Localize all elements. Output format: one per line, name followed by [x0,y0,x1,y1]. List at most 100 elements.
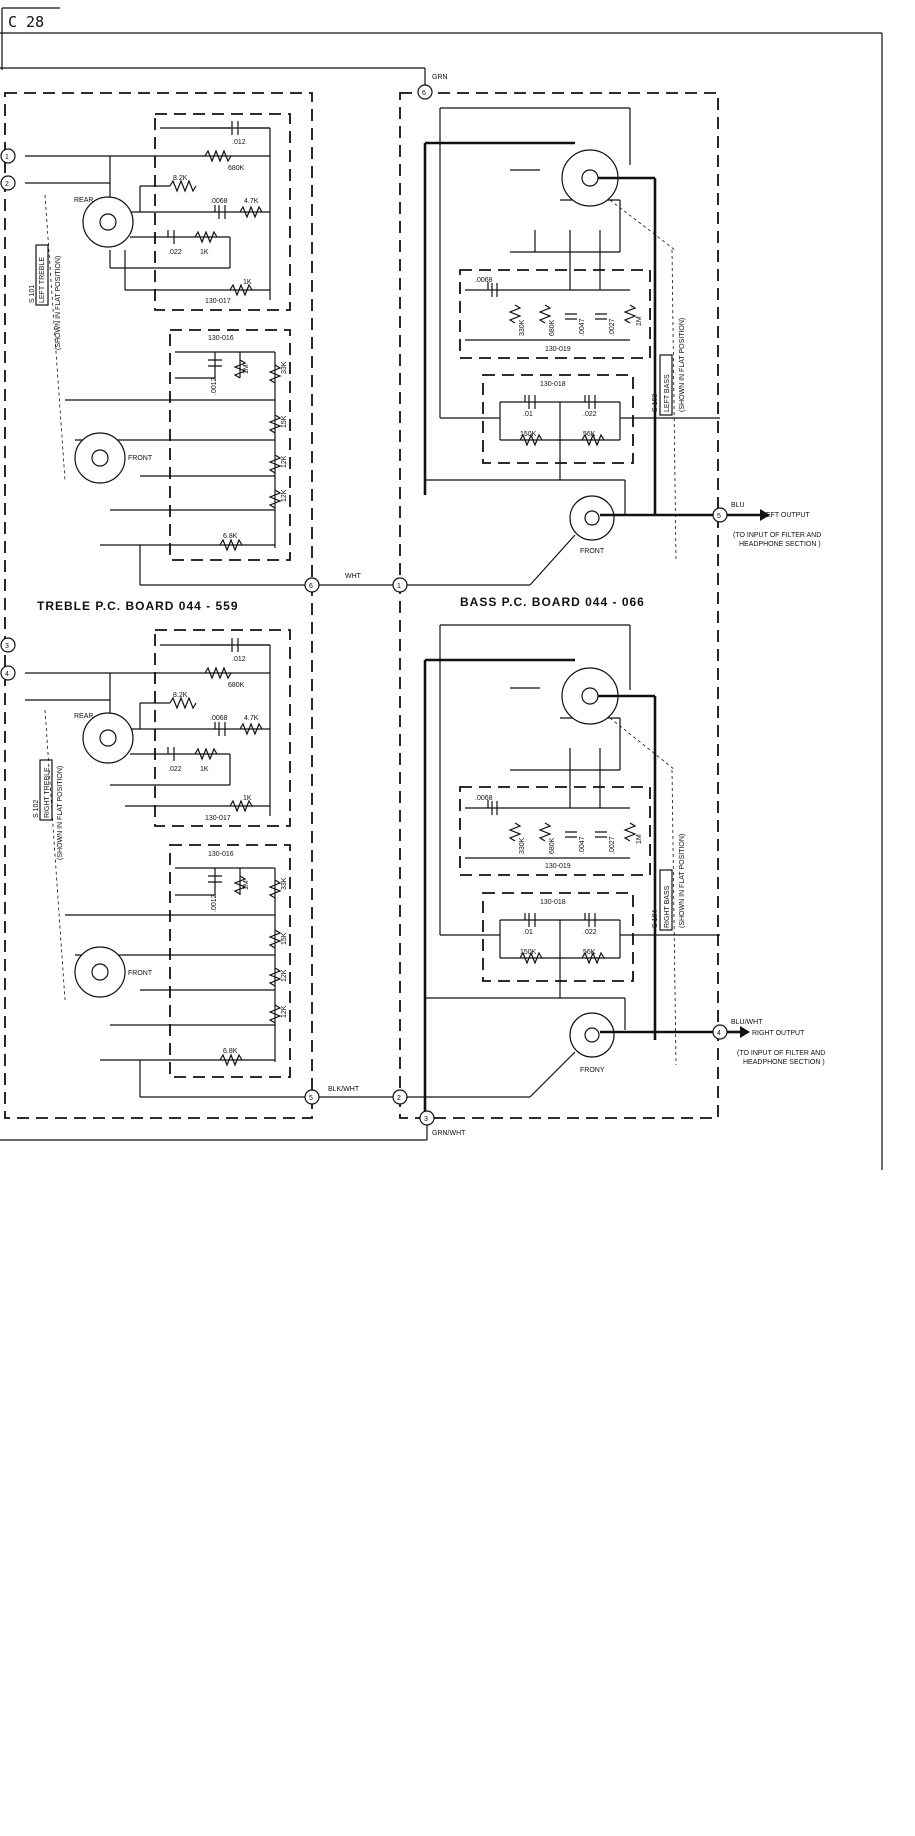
s103-front-wafer[interactable] [569,495,615,541]
wire-label-grn: GRN [432,74,448,81]
network-130-018-right [482,892,634,982]
svg-text:.01: .01 [523,411,533,418]
svg-text:56K: 56K [583,431,596,438]
svg-text:130-019: 130-019 [545,346,571,353]
svg-text:6: 6 [309,583,313,590]
svg-text:4.7K: 4.7K [244,198,259,205]
svg-text:12K: 12K [281,489,288,502]
svg-text:330K: 330K [519,319,526,336]
svg-text:FRONY: FRONY [580,1067,605,1074]
svg-text:2: 2 [397,1095,401,1102]
svg-text:REAR: REAR [74,713,93,720]
s102-front-wafer[interactable] [74,946,126,998]
svg-text:130-019: 130-019 [545,863,571,870]
svg-text:5: 5 [717,513,721,520]
treble-terminal-1[interactable]: 1 [0,148,16,164]
svg-text:5: 5 [309,1095,313,1102]
treble-right-section: 130-017 .012 680K 8.2K .0068 4.7K .022 1… [25,629,305,1098]
network-130-019-right [459,786,651,876]
svg-text:6.8K: 6.8K [223,533,238,540]
svg-text:1M: 1M [243,364,250,374]
svg-text:(SHOWN IN FLAT POSITION): (SHOWN IN FLAT POSITION) [679,318,686,412]
svg-text:15K: 15K [281,415,288,428]
svg-text:HEADPHONE SECTION ): HEADPHONE SECTION ) [739,541,821,548]
svg-text:.0012: .0012 [211,894,218,912]
treble-terminal-4[interactable]: 4 [0,665,16,681]
svg-text:.0012: .0012 [211,377,218,395]
bass-board-title: BASS P.C. BOARD 044 - 066 [460,595,645,609]
treble-terminal-3[interactable]: 3 [0,637,16,653]
svg-text:(TO INPUT OF FILTER AND: (TO INPUT OF FILTER AND [737,1050,825,1057]
svg-text:.0068: .0068 [475,277,493,284]
svg-text:2: 2 [5,181,9,188]
bass-terminal-2[interactable]: 2 [392,1089,408,1105]
svg-text:1M: 1M [636,834,643,844]
s101-rear-wafer[interactable] [82,196,134,248]
svg-text:680K: 680K [228,682,245,689]
treble-left-section: 130-017 .012 680K 8.2K .0068 4.7K .022 1… [25,113,305,586]
right-output-label: RIGHT OUTPUT [752,1030,805,1037]
bass-board-outline [399,92,719,1119]
svg-text:130-016: 130-016 [208,851,234,858]
svg-text:(SHOWN IN FLAT POSITION): (SHOWN IN FLAT POSITION) [55,256,62,350]
treble-board-outline [4,92,313,1119]
svg-text:6: 6 [422,90,426,97]
svg-text:1K: 1K [200,766,209,773]
svg-text:RIGHT TREBLE: RIGHT TREBLE [44,767,51,818]
wire-label-blk-wht: BLK/WHT [328,1086,360,1093]
svg-text:6.8K: 6.8K [223,1048,238,1055]
network-130-017-left [154,113,291,311]
right-output-arrow-icon [740,1026,750,1038]
svg-text:.0068: .0068 [210,198,228,205]
svg-text:1: 1 [5,154,9,161]
network-130-016-right [169,844,291,1078]
bass-terminal-1[interactable]: 1 [392,577,408,593]
bass-terminal-6[interactable]: 6 [417,84,433,100]
svg-text:1K: 1K [243,795,252,802]
wire-label-blu: BLU [731,502,745,509]
network-130-017-right [154,629,291,827]
svg-text:LEFT TREBLE: LEFT TREBLE [39,257,46,303]
svg-text:12K: 12K [281,1005,288,1018]
svg-text:FRONT: FRONT [128,455,153,462]
svg-text:.022: .022 [168,249,182,256]
svg-text:FRONT: FRONT [128,970,153,977]
svg-text:(SHOWN IN FLAT POSITION): (SHOWN IN FLAT POSITION) [679,834,686,928]
svg-text:1K: 1K [200,249,209,256]
treble-terminal-6[interactable]: 6 [304,577,320,593]
svg-text:S 104: S 104 [652,910,659,928]
svg-text:8.2K: 8.2K [173,175,188,182]
svg-text:1K: 1K [243,279,252,286]
treble-terminal-2[interactable]: 2 [0,175,16,191]
svg-text:FRONT: FRONT [580,548,605,555]
svg-text:130-016: 130-016 [208,335,234,342]
svg-text:12K: 12K [281,455,288,468]
svg-text:REAR: REAR [74,197,93,204]
svg-text:56K: 56K [583,949,596,956]
wire-label-blu-wht: BLU/WHT [731,1019,763,1026]
svg-text:.0047: .0047 [579,836,586,854]
svg-text:130-018: 130-018 [540,899,566,906]
bass-terminal-5[interactable]: 5 [712,507,728,523]
s102-rear-wafer[interactable] [82,712,134,764]
s101-front-wafer[interactable] [74,432,126,484]
svg-text:.0027: .0027 [609,836,616,854]
svg-text:15K: 15K [281,932,288,945]
svg-text:1: 1 [397,583,401,590]
svg-text:.01: .01 [523,929,533,936]
svg-text:130-018: 130-018 [540,381,566,388]
treble-terminal-5[interactable]: 5 [304,1089,320,1105]
svg-text:680K: 680K [549,319,556,336]
svg-text:.0068: .0068 [475,795,493,802]
bass-terminal-4[interactable]: 4 [712,1024,728,1040]
svg-text:S 102: S 102 [33,800,40,818]
svg-text:330K: 330K [519,837,526,854]
bass-terminal-3[interactable]: 3 [419,1110,435,1126]
svg-text:33K: 33K [281,361,288,374]
left-output-arrow-icon [760,509,770,521]
svg-text:S 103: S 103 [652,394,659,412]
svg-text:130-017: 130-017 [205,815,231,822]
s104-front-wafer[interactable] [569,1012,615,1058]
svg-text:3: 3 [424,1116,428,1123]
